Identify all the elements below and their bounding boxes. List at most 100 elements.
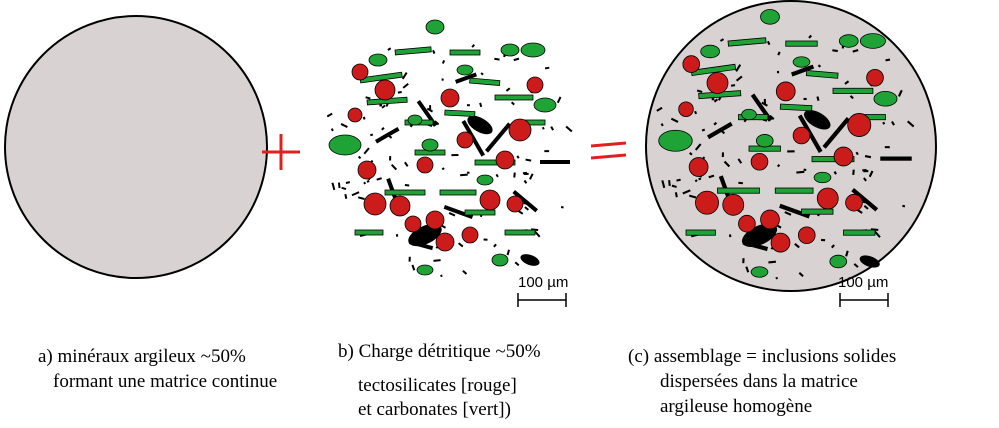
black-speck xyxy=(862,169,867,172)
carbonate-grain xyxy=(760,9,780,25)
black-speck xyxy=(863,177,867,182)
black-speck xyxy=(381,127,385,131)
black-speck xyxy=(525,158,532,162)
black-speck xyxy=(434,120,440,126)
carbonate-grain xyxy=(785,40,818,47)
black-speck xyxy=(426,107,434,113)
black-speck xyxy=(808,34,813,39)
tectosilicate-grain xyxy=(792,126,811,145)
carbonate-grain xyxy=(813,171,832,184)
black-speck xyxy=(523,179,528,184)
black-speck xyxy=(884,146,890,149)
black-speck xyxy=(787,150,795,153)
black-speck xyxy=(362,116,366,120)
black-speck xyxy=(864,155,872,159)
tectosilicate-grain xyxy=(775,81,796,102)
black-speck xyxy=(798,272,804,278)
black-speck xyxy=(544,66,550,70)
black-speck xyxy=(331,182,336,191)
black-grain xyxy=(707,121,733,140)
black-speck xyxy=(719,38,725,42)
black-speck xyxy=(844,80,850,85)
black-speck xyxy=(832,49,838,53)
tectosilicate-grain xyxy=(374,79,396,101)
tectosilicate-grain xyxy=(425,210,445,230)
carbonate-grain xyxy=(464,209,496,216)
black-speck xyxy=(891,120,895,126)
black-speck xyxy=(466,171,470,174)
tectosilicate-grain xyxy=(797,226,816,245)
black-speck xyxy=(494,57,500,61)
tectosilicate-grain xyxy=(506,195,524,213)
carbonate-grain xyxy=(811,156,855,163)
black-speck xyxy=(341,186,347,191)
black-grain xyxy=(455,72,478,84)
black-speck xyxy=(340,123,348,128)
black-speck xyxy=(694,179,698,183)
carbonate-grain xyxy=(444,109,476,117)
caption-c-line1: (c) assemblage = inclusions solides xyxy=(628,346,897,367)
black-speck xyxy=(404,184,410,187)
tectosilicate-grain xyxy=(706,72,729,94)
black-speck xyxy=(671,184,677,189)
tectosilicate-grain xyxy=(816,187,839,210)
black-speck xyxy=(761,101,768,107)
carbonate-grain xyxy=(425,19,445,35)
black-speck xyxy=(448,212,456,217)
carbonate-grain xyxy=(873,91,898,107)
carbonate-grain xyxy=(805,69,839,79)
black-speck xyxy=(775,276,779,280)
tectosilicate-grain xyxy=(495,150,515,170)
black-speck xyxy=(689,194,697,199)
black-speck xyxy=(820,238,826,242)
tectosilicate-grain xyxy=(508,118,532,142)
black-grain xyxy=(375,127,400,144)
black-speck xyxy=(345,181,351,184)
carbonate-grain xyxy=(469,77,501,87)
tectosilicate-grain xyxy=(440,88,460,108)
black-speck xyxy=(357,155,362,160)
carbonate-grain xyxy=(727,37,767,47)
black-speck xyxy=(550,126,555,131)
black-speck xyxy=(376,177,382,181)
tectosilicate-grain xyxy=(847,113,872,137)
black-speck xyxy=(738,181,744,185)
tectosilicate-grain xyxy=(738,214,756,233)
black-speck xyxy=(534,230,541,238)
carbonate-grain xyxy=(449,49,481,56)
black-speck xyxy=(541,126,545,130)
equals-operator xyxy=(590,141,627,160)
black-speck xyxy=(366,179,370,183)
black-speck xyxy=(735,64,742,72)
black-speck xyxy=(471,44,476,48)
black-speck xyxy=(723,160,731,168)
black-speck xyxy=(713,98,719,103)
tectosilicate-grain xyxy=(526,76,544,94)
black-speck xyxy=(483,238,488,241)
scale-bar-b xyxy=(517,293,567,307)
black-speck xyxy=(668,180,671,187)
tectosilicate-grain xyxy=(833,146,854,167)
black-speck xyxy=(440,274,443,278)
black-speck xyxy=(479,102,483,108)
black-speck xyxy=(433,259,441,262)
black-speck xyxy=(737,158,743,164)
black-speck xyxy=(337,182,341,189)
tectosilicate-grain xyxy=(845,193,863,212)
carbonate-grain xyxy=(533,97,557,113)
black-speck xyxy=(529,173,534,180)
black-speck xyxy=(696,89,703,94)
black-speck xyxy=(874,230,881,238)
carbonate-grain xyxy=(504,229,536,236)
black-speck xyxy=(882,121,886,125)
caption-b-line3: et carbonates [vert]) xyxy=(358,399,511,420)
carbonate-grain xyxy=(394,46,432,56)
caption-a-line1: a) minéraux argileux ~50% xyxy=(38,346,246,367)
tectosilicate-grain xyxy=(760,209,780,230)
black-speck xyxy=(513,172,516,178)
carbonate-grain xyxy=(474,159,516,166)
black-speck xyxy=(397,91,402,94)
black-speck xyxy=(556,96,562,104)
black-speck xyxy=(656,106,663,112)
black-speck xyxy=(390,164,398,171)
